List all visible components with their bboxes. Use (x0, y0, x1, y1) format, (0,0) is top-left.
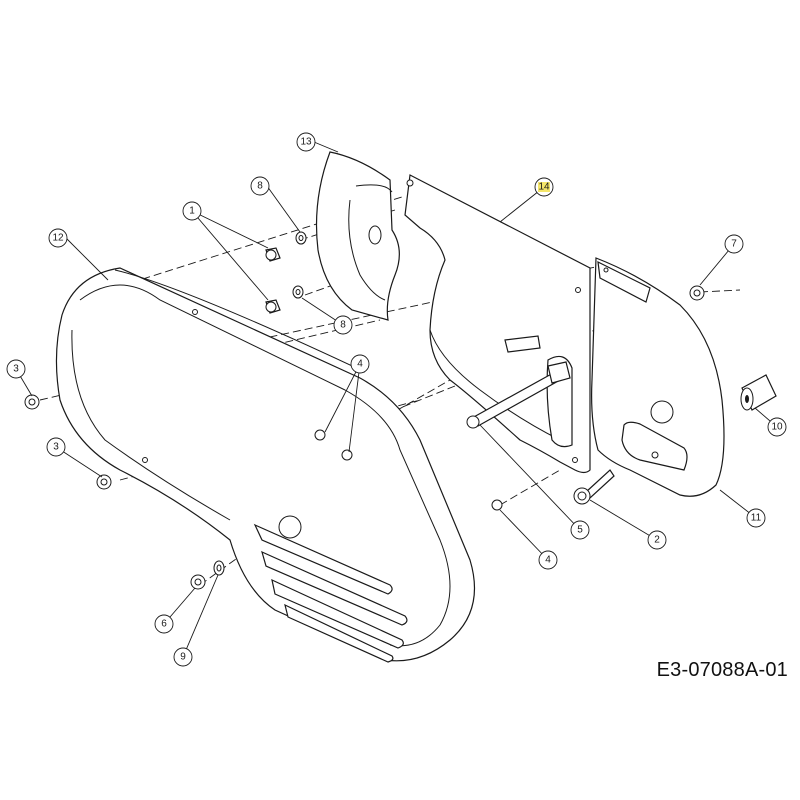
callout-12: 12 (48, 228, 68, 248)
svg-text:12: 12 (52, 233, 64, 244)
svg-text:3: 3 (53, 442, 59, 453)
callout-11: 11 (746, 508, 766, 528)
rear-plate-part-14 (404, 174, 591, 474)
hardware-part-7-nut (689, 285, 705, 301)
callout-3-lower: 3 (46, 437, 66, 457)
hardware-part-3-screws (24, 394, 112, 490)
hardware-part-9-washer (213, 560, 225, 576)
svg-text:11: 11 (751, 513, 762, 524)
hardware-part-4-screws (314, 429, 503, 511)
outer-guard-part-11 (591, 257, 725, 497)
drawing-code: E3-07088A-01 (656, 659, 788, 681)
hardware-part-5-shaft (466, 361, 571, 429)
hardware-part-1-bolts (265, 247, 281, 314)
callout-6: 6 (154, 614, 174, 634)
callout-4-lower: 4 (538, 550, 558, 570)
svg-text:8: 8 (340, 320, 346, 331)
callout-14-highlighted: 14 (534, 177, 554, 197)
svg-text:9: 9 (180, 652, 186, 663)
callout-7: 7 (724, 234, 744, 254)
belt-cover-part-12 (55, 267, 476, 663)
svg-text:13: 13 (300, 137, 312, 148)
svg-text:5: 5 (577, 525, 583, 536)
inner-shield-part-13 (315, 151, 400, 321)
svg-text:4: 4 (545, 555, 551, 566)
callout-9: 9 (173, 647, 193, 667)
leader-lines (15, 141, 778, 658)
hardware-part-8-washers (292, 231, 307, 299)
svg-text:7: 7 (731, 239, 737, 250)
callout-2: 2 (647, 530, 667, 550)
callout-8-upper: 8 (250, 176, 270, 196)
callout-13: 13 (296, 132, 316, 152)
svg-text:2: 2 (654, 535, 660, 546)
callout-8-lower: 8 (333, 315, 353, 335)
svg-text:10: 10 (771, 422, 783, 433)
hardware-part-10-spacer (740, 374, 777, 411)
svg-text:14: 14 (538, 182, 550, 193)
svg-text:6: 6 (161, 619, 167, 630)
hardware-part-6-nut (190, 574, 206, 590)
callout-10: 10 (767, 417, 787, 437)
callout-3-upper: 3 (6, 359, 26, 379)
callout-1: 1 (182, 201, 202, 221)
svg-text:3: 3 (13, 364, 19, 375)
svg-text:4: 4 (357, 359, 363, 370)
callout-5: 5 (570, 520, 590, 540)
svg-text:8: 8 (257, 181, 263, 192)
hardware-part-2-bolt (573, 469, 615, 505)
svg-text:1: 1 (189, 206, 195, 217)
callout-4-upper: 4 (350, 354, 370, 374)
